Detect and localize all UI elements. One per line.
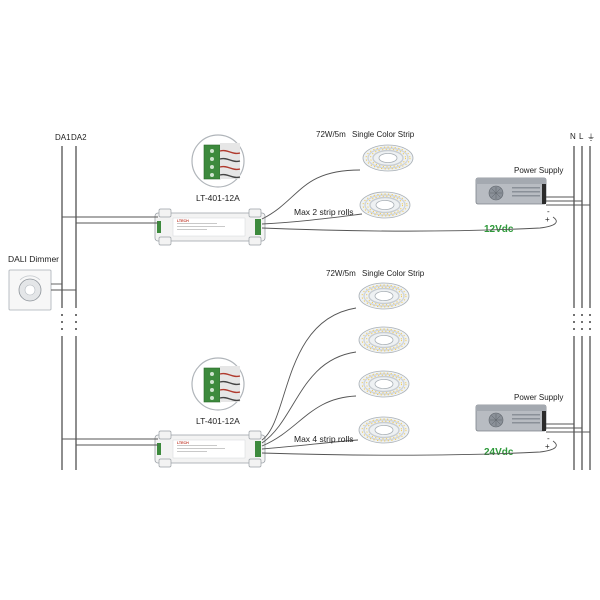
bottom-strip-wire-1 xyxy=(261,307,357,441)
bottom-strip-reel-1 xyxy=(358,282,410,310)
top-dc-wire xyxy=(261,216,557,232)
da2-label: DA2 xyxy=(71,133,87,142)
top-strip-wire-1 xyxy=(261,169,361,220)
bottom-controller-brand: LTECH xyxy=(177,441,189,445)
bottom-strip-power: 72W/5m xyxy=(326,269,356,278)
ground-icon: ⏚ xyxy=(587,133,595,142)
bottom-strip-type: Single Color Strip xyxy=(362,269,425,278)
top-psu-plus: + xyxy=(545,215,550,224)
bottom-dc-wire xyxy=(261,440,557,456)
top-power-supply xyxy=(475,177,547,205)
top-psu-minus: - xyxy=(547,207,550,216)
n-label: N xyxy=(570,132,576,141)
mains-bus: N L ⏚ xyxy=(570,132,595,470)
top-controller: LTECH xyxy=(154,208,266,246)
top-controller-model: LT-401-12A xyxy=(196,193,240,203)
bottom-strip-reel-2 xyxy=(358,326,410,354)
bottom-strip-reel-3 xyxy=(358,370,410,398)
dimmer-label: DALI Dimmer xyxy=(8,254,59,264)
bottom-section: LT-401-12A LTECH 72W/5m Single Color Str… xyxy=(62,269,590,468)
top-max-rolls: Max 2 strip rolls xyxy=(294,207,354,217)
mains-break-dots xyxy=(573,314,591,330)
bottom-power-supply xyxy=(475,404,547,432)
top-terminal-zoom xyxy=(191,134,245,188)
top-strip-type: Single Color Strip xyxy=(352,130,415,139)
top-strip-wire-2 xyxy=(261,213,363,225)
bottom-psu-label: Power Supply xyxy=(514,393,563,402)
bottom-voltage: 24Vdc xyxy=(484,447,514,458)
bottom-controller: LTECH xyxy=(154,430,266,468)
top-strip-power: 72W/5m xyxy=(316,130,346,139)
bottom-strip-wire-4 xyxy=(261,439,359,450)
bottom-strip-wire-3 xyxy=(261,395,357,447)
bottom-strip-reel-4 xyxy=(358,416,410,444)
top-psu-label: Power Supply xyxy=(514,166,563,175)
dali-bus: DA1 DA2 xyxy=(55,133,87,470)
bottom-psu-plus: + xyxy=(545,442,550,451)
bottom-controller-model: LT-401-12A xyxy=(196,416,240,426)
da1-label: DA1 xyxy=(55,133,71,142)
top-strip-reel-2 xyxy=(359,191,411,219)
bus-break-dots xyxy=(61,314,77,330)
top-section: LT-401-12A LTECH 72W/5m Single Color Str… xyxy=(62,130,590,246)
top-strip-reel-1 xyxy=(362,144,414,172)
l-label: L xyxy=(579,132,584,141)
dali-dimmer: DALI Dimmer xyxy=(8,254,76,311)
bottom-max-rolls: Max 4 strip rolls xyxy=(294,434,354,444)
bottom-psu-minus: - xyxy=(547,434,550,443)
top-controller-brand: LTECH xyxy=(177,219,189,223)
bottom-terminal-zoom xyxy=(191,357,245,411)
bottom-strip-wire-2 xyxy=(261,351,357,444)
